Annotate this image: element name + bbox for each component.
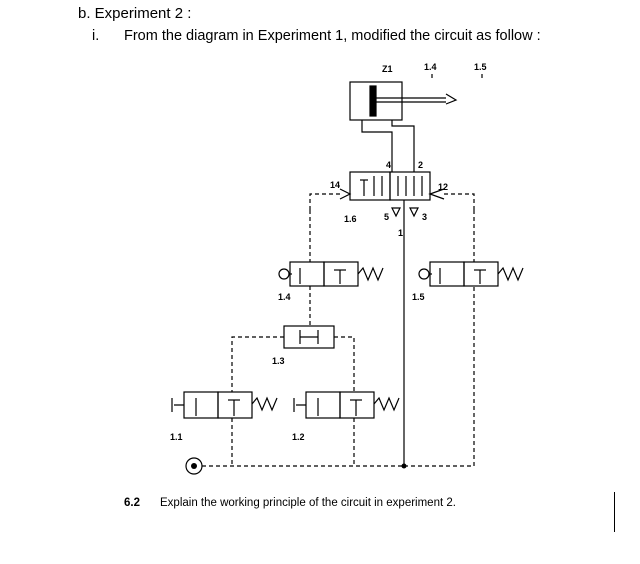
cam-tip <box>445 93 458 105</box>
valve-15-right <box>463 261 499 287</box>
question-number: 6.2 <box>124 497 140 509</box>
valve-11-spring <box>251 396 278 412</box>
pilot-arrow-14 <box>339 188 352 200</box>
label-port-14: 14 <box>330 180 341 190</box>
label-14-top: 1.4 <box>424 62 437 72</box>
label-port-12: 12 <box>438 182 449 192</box>
label-valve-15: 1.5 <box>412 292 425 302</box>
valve-11-button <box>171 398 184 412</box>
label-15-top: 1.5 <box>474 62 487 72</box>
valve-12-button <box>293 398 306 412</box>
label-port-1: 1 <box>398 228 404 238</box>
experiment-heading: b. Experiment 2 : <box>78 5 192 22</box>
valve-12-left <box>305 391 341 419</box>
pilot-line-12 <box>444 193 475 210</box>
label-valve-14: 1.4 <box>278 292 291 302</box>
cylinder-piston <box>369 85 377 117</box>
valve-12-right <box>339 391 375 419</box>
valve-11-right <box>217 391 253 419</box>
exhaust-5 <box>391 207 401 218</box>
valve-14-right <box>323 261 359 287</box>
text-cursor <box>614 492 615 532</box>
valve-11-left <box>183 391 219 419</box>
label-port-5: 5 <box>384 212 390 222</box>
label-valve-11: 1.1 <box>170 432 183 442</box>
label-port-2: 2 <box>418 160 424 170</box>
valve-14-left <box>289 261 325 287</box>
pilot-arrow-12 <box>428 188 445 200</box>
cylinder <box>349 81 403 121</box>
line-port-2 <box>391 120 415 172</box>
valve-15-spring <box>497 266 524 282</box>
subitem-instruction: From the diagram in Experiment 1, modifi… <box>124 28 541 44</box>
label-port-3: 3 <box>422 212 428 222</box>
valve-12-spring <box>373 396 400 412</box>
label-port-4: 4 <box>386 160 392 170</box>
valve-16-left <box>349 171 391 201</box>
valve-14-roller <box>278 268 290 280</box>
pilot-line-14 <box>309 193 340 210</box>
valve-16-right <box>389 171 431 201</box>
label-cylinder: Z1 <box>382 64 393 74</box>
valve-15-left <box>429 261 465 287</box>
valve-15-roller <box>418 268 430 280</box>
question-text: Explain the working principle of the cir… <box>160 497 456 509</box>
valve-14-spring <box>357 266 384 282</box>
label-valve-12: 1.2 <box>292 432 305 442</box>
line-port-4 <box>361 120 393 172</box>
subitem-number: i. <box>92 28 100 44</box>
air-source <box>185 457 203 475</box>
label-valve-16: 1.6 <box>344 214 357 224</box>
label-valve-13: 1.3 <box>272 356 285 366</box>
exhaust-3 <box>409 207 419 218</box>
